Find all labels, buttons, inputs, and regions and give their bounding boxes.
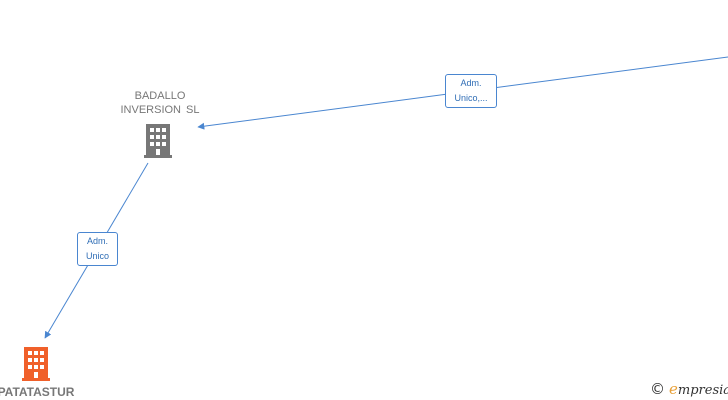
copyright-icon: © bbox=[650, 380, 665, 398]
node-label-patatastur[interactable]: PATATASTUR bbox=[0, 385, 76, 399]
edge-label-line: Unico,... bbox=[454, 93, 488, 103]
node-label-line: BADALLO bbox=[134, 90, 186, 102]
edge-label-line: Adm. bbox=[460, 78, 482, 88]
node-label-line: INVERSION SL bbox=[120, 104, 200, 116]
brand-logo: ©empresia bbox=[650, 380, 728, 398]
edge-label-top[interactable]: Adm. Unico,... bbox=[445, 74, 497, 108]
edge-label-left[interactable]: Adm. Unico bbox=[77, 232, 118, 266]
building-icon[interactable] bbox=[22, 347, 50, 381]
brand-name: mpresia bbox=[677, 383, 728, 398]
edge-label-line: Adm. bbox=[86, 236, 108, 246]
node-label-text: PATATASTUR bbox=[0, 385, 75, 399]
building-icon[interactable] bbox=[144, 124, 172, 158]
node-label-badallo[interactable]: BADALLO INVERSION SL bbox=[110, 89, 210, 117]
brand-initial: e bbox=[669, 380, 678, 398]
edge-label-line: Unico bbox=[85, 251, 109, 261]
